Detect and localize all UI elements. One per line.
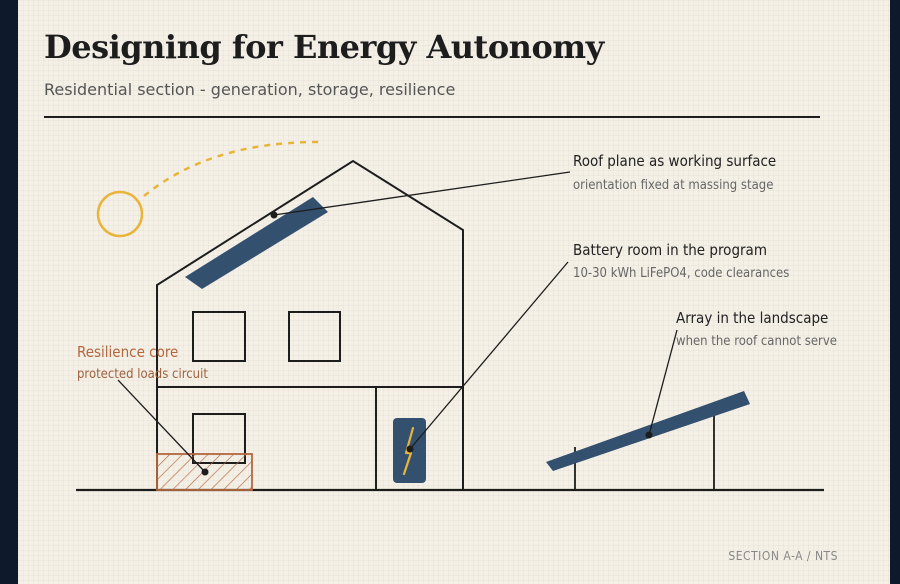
core-leader-dot <box>201 468 209 476</box>
array-leader-dot <box>645 431 653 439</box>
page-subtitle: Residential section - generation, storag… <box>44 80 456 99</box>
array-leader-line <box>648 329 678 436</box>
roof-callout-title: Roof plane as working surface <box>573 152 776 170</box>
lightning-bolt-icon <box>402 426 415 476</box>
roof-callout-sub: orientation fixed at massing stage <box>573 178 773 193</box>
array-callout-sub: when the roof cannot serve <box>676 334 837 349</box>
roof-leader-dot <box>270 211 278 219</box>
sun-icon <box>96 140 319 238</box>
ground-array <box>546 391 750 490</box>
window-upper-right <box>288 311 341 362</box>
roof-solar-panel <box>185 197 328 289</box>
page-title: Designing for Energy Autonomy <box>44 28 604 66</box>
battery-callout-title: Battery room in the program <box>573 241 767 259</box>
roof-leader-line <box>273 171 571 216</box>
array-callout-title: Array in the landscape <box>676 309 828 327</box>
core-callout-title: Resilience core <box>77 343 178 361</box>
battery-callout-sub: 10-30 kWh LiFePO4, code clearances <box>573 266 789 281</box>
core-leader-line <box>117 379 206 473</box>
window-upper-left <box>192 311 246 362</box>
battery-leader-line <box>409 261 569 450</box>
section-tag: SECTION A-A / NTS <box>728 549 838 563</box>
battery-leader-dot <box>406 445 414 453</box>
house-section <box>156 159 464 490</box>
title-rule <box>44 116 820 118</box>
core-callout-sub: protected loads circuit <box>77 367 208 382</box>
